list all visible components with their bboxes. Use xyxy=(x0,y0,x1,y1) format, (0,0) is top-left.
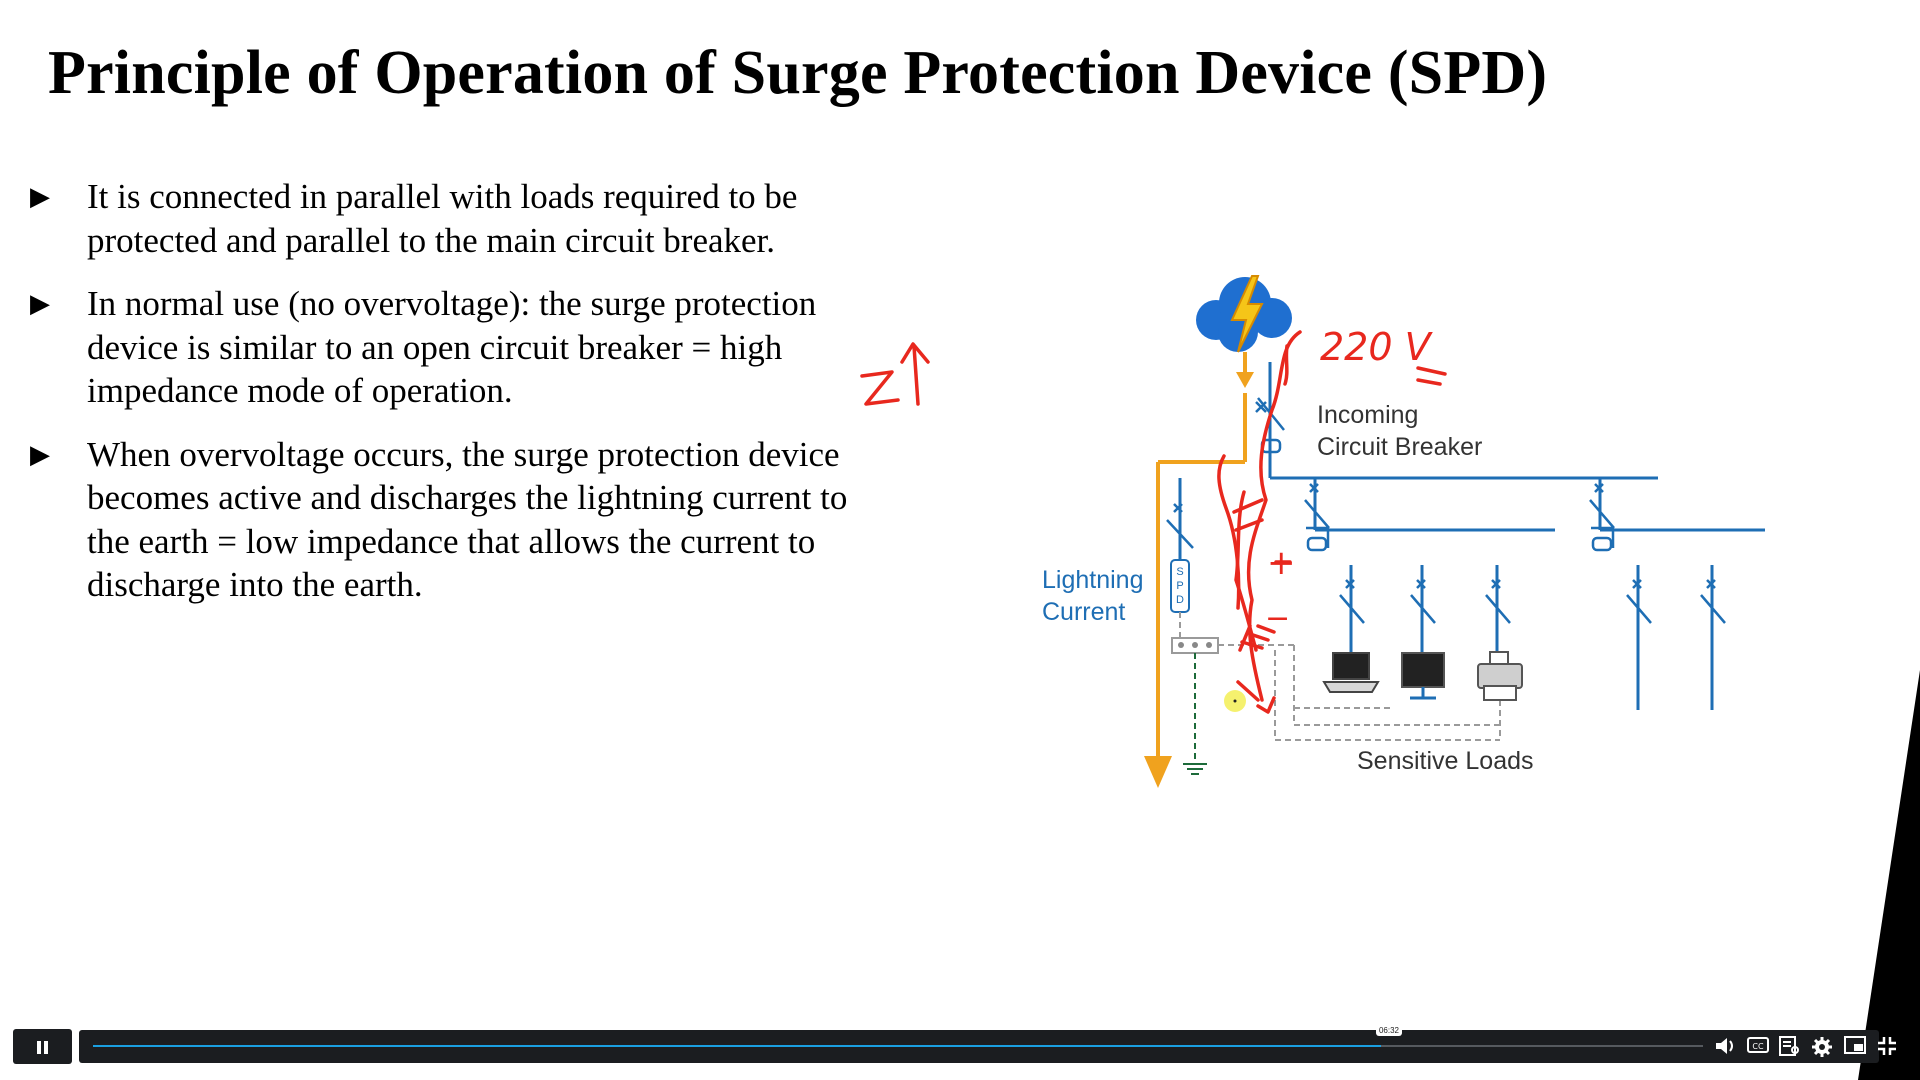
time-tooltip: 06:32 xyxy=(1376,1026,1402,1036)
label-current: Current xyxy=(1042,598,1125,626)
monitor-icon xyxy=(1401,652,1445,700)
bullet-marker-icon: ▶ xyxy=(30,182,50,211)
label-lightning: Lightning xyxy=(1042,566,1143,594)
lightning-current-arrow-icon xyxy=(1144,756,1172,788)
captions-icon: CC xyxy=(1747,1037,1769,1053)
bullet-item: ▶ In normal use (no overvoltage): the su… xyxy=(30,282,860,413)
annotation-minus: − xyxy=(1265,601,1290,636)
annotation-impedance: Z↑ xyxy=(848,405,850,407)
spd-label-d: D xyxy=(1176,594,1184,606)
progress-fill xyxy=(93,1045,1381,1047)
lightning-current-path xyxy=(1156,352,1247,760)
bullet-item: ▶ When overvoltage occurs, the surge pro… xyxy=(30,433,860,607)
bullet-text: In normal use (no overvoltage): the surg… xyxy=(87,284,817,410)
bullet-item: ▶ It is connected in parallel with loads… xyxy=(30,175,860,262)
bullet-text: When overvoltage occurs, the surge prote… xyxy=(87,434,848,605)
progress-bar[interactable] xyxy=(93,1045,1703,1047)
breaker-switches xyxy=(1166,397,1726,624)
annotation-plus: + xyxy=(1267,543,1296,583)
annotation-strokes xyxy=(860,330,1447,714)
svg-text:CC: CC xyxy=(1752,1042,1764,1051)
volume-icon xyxy=(1716,1038,1733,1054)
laptop-icon xyxy=(1322,652,1380,693)
earth-wiring xyxy=(1179,612,1501,741)
spd-label-s: S xyxy=(1176,566,1183,578)
picture-in-picture-icon xyxy=(1844,1036,1866,1054)
video-player-controls: 06:32 CC xyxy=(0,1026,1920,1066)
bullet-list: ▶ It is connected in parallel with loads… xyxy=(30,175,860,627)
label-circuit-breaker: Circuit Breaker xyxy=(1317,433,1482,461)
exit-fullscreen-icon xyxy=(1878,1037,1896,1055)
label-incoming: Incoming xyxy=(1317,401,1418,429)
transcript-button[interactable] xyxy=(1776,1032,1804,1060)
spd-label-p: P xyxy=(1176,580,1183,592)
bullet-marker-icon: ▶ xyxy=(30,289,50,318)
annotation-voltage: 220 V xyxy=(1320,325,1434,369)
pause-button[interactable] xyxy=(13,1029,72,1064)
captions-button[interactable]: CC xyxy=(1744,1032,1772,1060)
volume-button[interactable] xyxy=(1711,1032,1739,1060)
printer-icon xyxy=(1477,651,1523,701)
transcript-icon xyxy=(1779,1036,1799,1056)
lightning-bolt-icon xyxy=(1230,275,1264,353)
label-sensitive-loads: Sensitive Loads xyxy=(1357,747,1534,775)
circuit-wiring xyxy=(1178,362,1765,710)
picture-in-picture-button[interactable] xyxy=(1841,1032,1869,1060)
ground-icon xyxy=(1183,763,1207,775)
exit-fullscreen-button[interactable] xyxy=(1873,1032,1901,1060)
bullet-text: It is connected in parallel with loads r… xyxy=(87,177,798,260)
settings-icon xyxy=(1812,1037,1832,1057)
settings-button[interactable] xyxy=(1808,1032,1836,1060)
slide-edge-decoration xyxy=(1858,670,1920,1080)
slide-title: Principle of Operation of Surge Protecti… xyxy=(48,39,1548,107)
bullet-marker-icon: ▶ xyxy=(30,439,50,469)
